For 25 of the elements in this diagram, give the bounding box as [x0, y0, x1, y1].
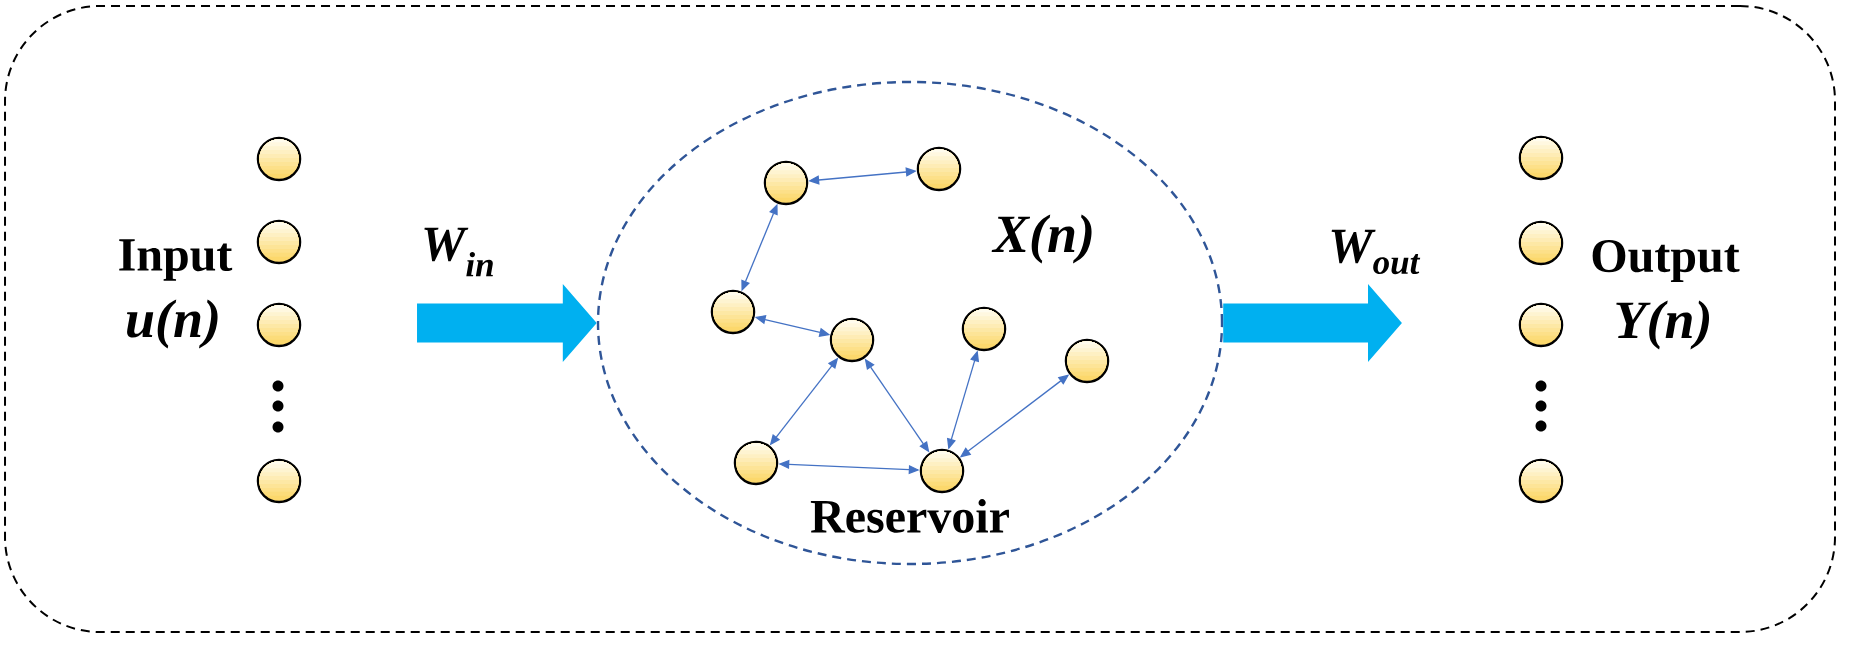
layer-label: Input [119, 239, 233, 281]
node-circle [256, 458, 302, 504]
reservoir-label: Reservoir [810, 499, 1009, 533]
variable-label: u(n) [127, 299, 218, 349]
node-circle [763, 160, 809, 206]
node-circle [256, 136, 302, 182]
node-circle [916, 146, 962, 192]
node-circle [256, 219, 302, 265]
node-circle [1518, 220, 1564, 266]
edge-label: W$_{in}$ [424, 227, 493, 277]
edge-label: W$_{out}$ [1331, 229, 1421, 275]
variable-label: Y(n) [1616, 300, 1710, 350]
node-circle [829, 317, 875, 363]
node-circle [710, 289, 756, 335]
dashed-frame [4, 5, 1836, 633]
node-circle [961, 306, 1007, 352]
layer-label: Output [1592, 240, 1740, 282]
node-circle [919, 448, 965, 494]
node-circle [256, 302, 302, 348]
state-label: X(n) [991, 214, 1092, 264]
node-circle [1518, 458, 1564, 504]
node-circle [1518, 135, 1564, 181]
node-circle [1518, 302, 1564, 348]
node-circle [733, 440, 779, 486]
node-circle [1064, 338, 1110, 384]
